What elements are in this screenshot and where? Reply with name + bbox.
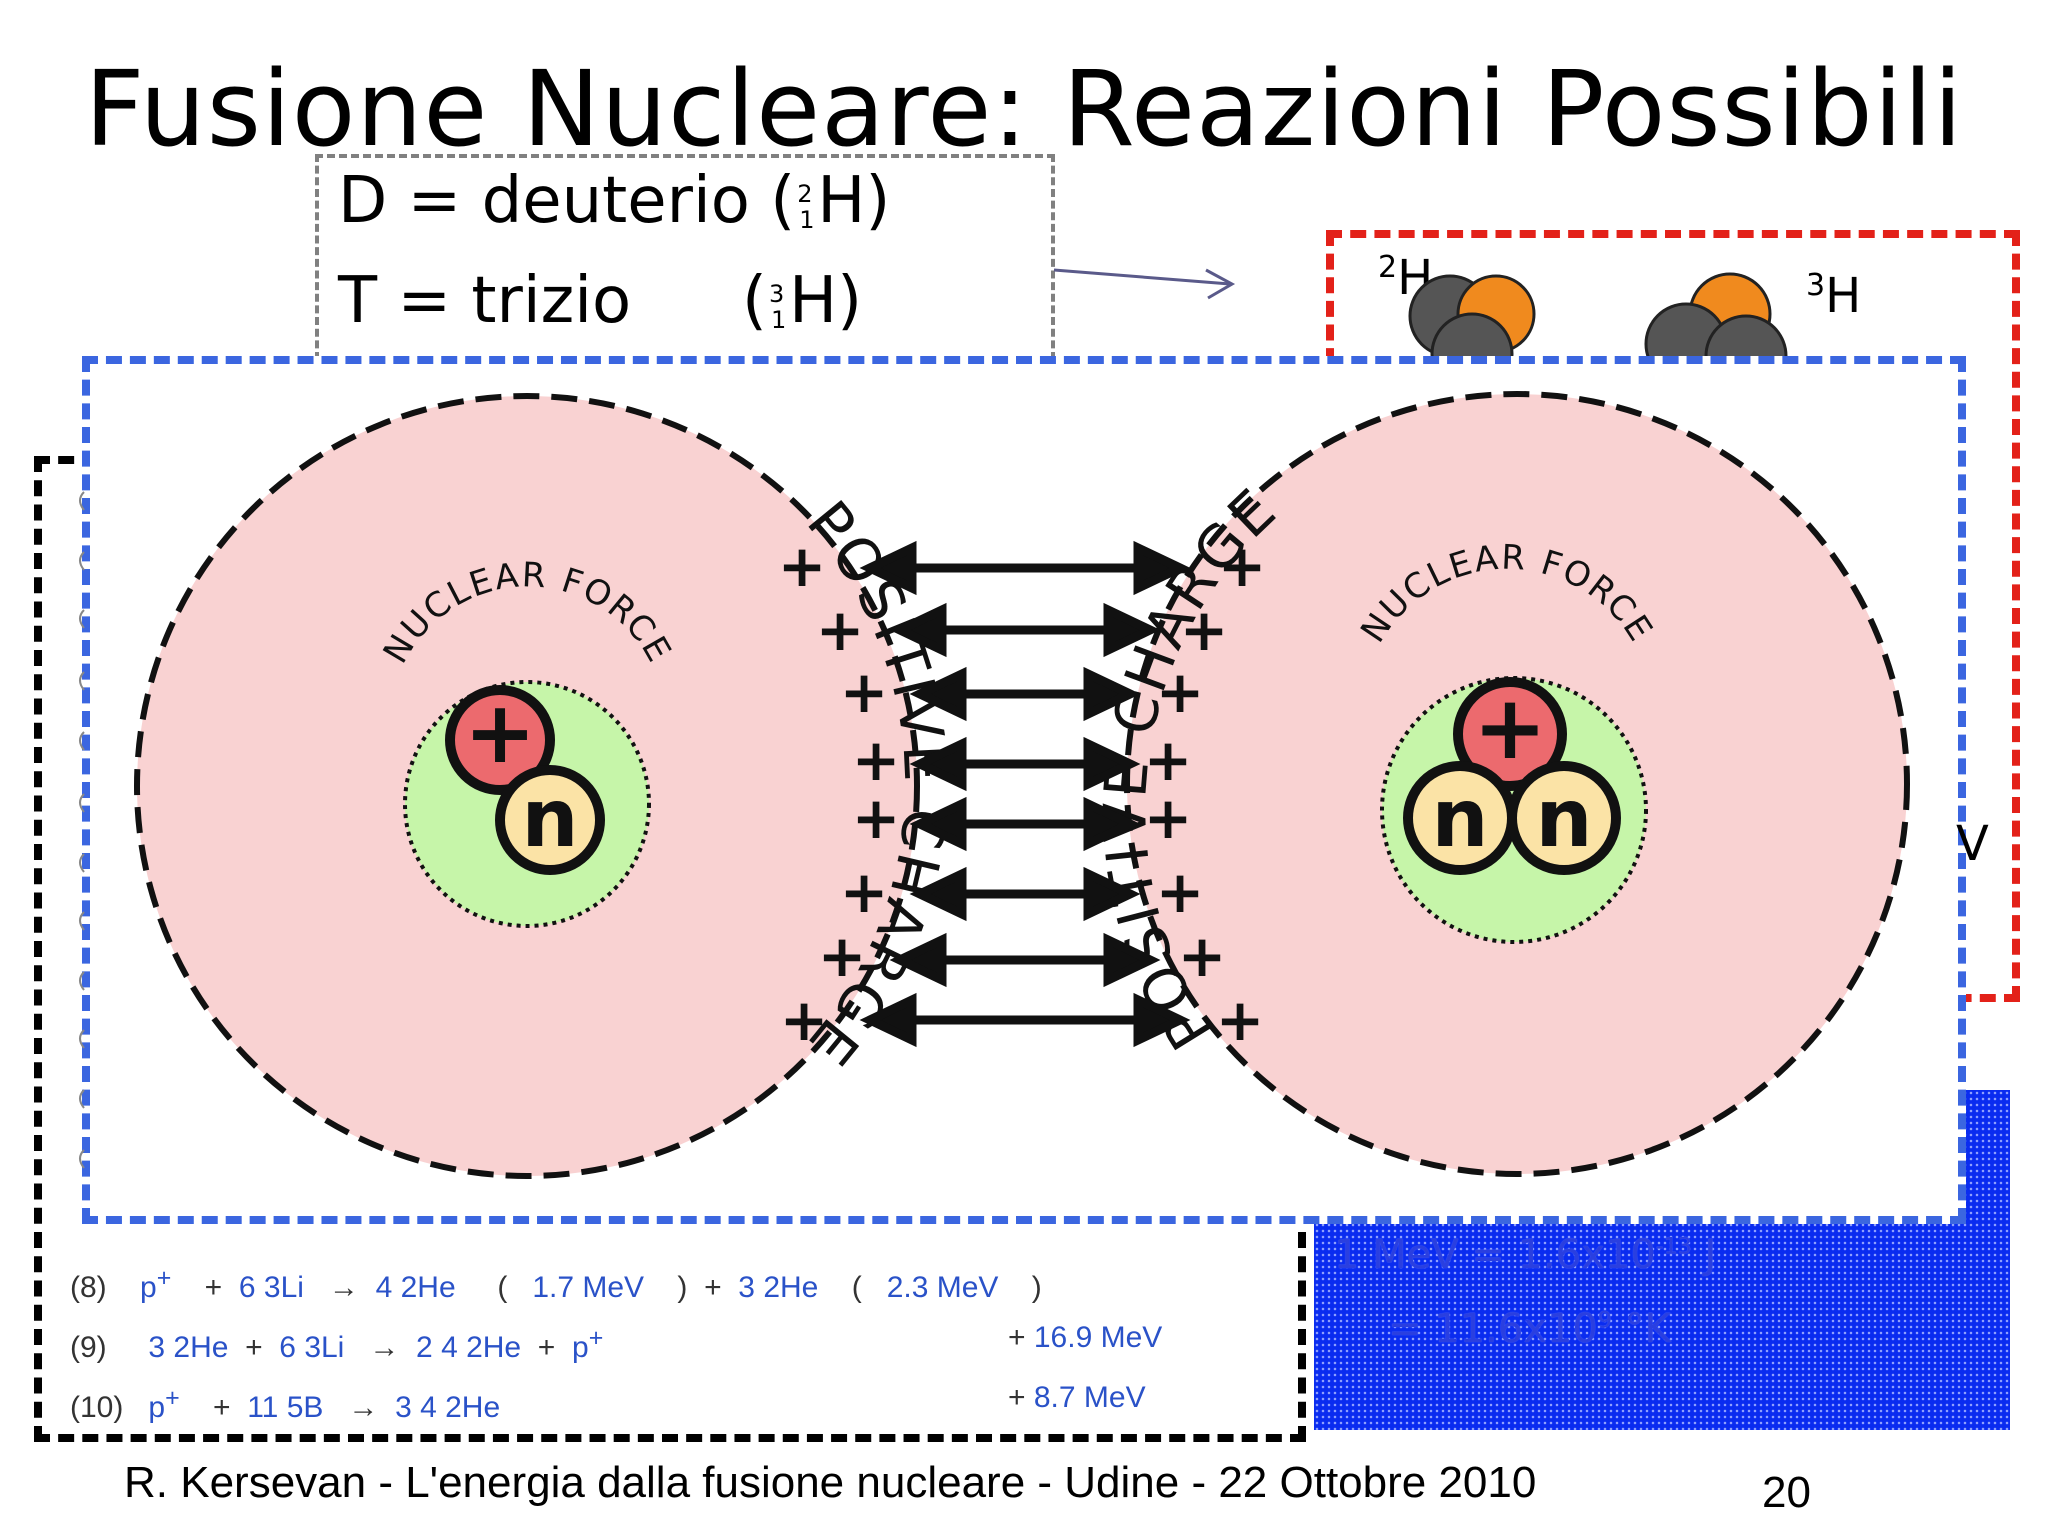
svg-text:+: + [1156,858,1205,926]
svg-text:+: + [852,726,901,794]
slide-title: Fusione Nucleare: Reazioni Possibili [84,48,1964,170]
svg-text:+: + [1180,596,1229,664]
product: 4 2He [375,1271,464,1304]
svg-text:+: + [840,858,889,926]
reaction-row-9: (9) 3 2He + 6 3Li → 2 4 2He + p+ [70,1324,604,1364]
reactant: 6 3Li [238,1271,313,1304]
right-nucleus: NUCLEAR FORCE POSITIVE CHARGE + n n [1091,391,1910,1177]
svg-text:+: + [464,683,536,783]
svg-text:+: + [852,784,901,852]
mev-joule-conversion: 1 MeV = 1.6x10-13 J [1334,1232,1717,1278]
svg-text:n: n [522,772,579,865]
energy: 1.7 MeV [532,1271,645,1304]
reaction-row-8: (8) p+ + 6 3Li → 4 2He ( 1.7 MeV ) + 3 2… [70,1264,1042,1304]
tritium-paren: ( [742,264,767,338]
left-nucleus: NUCLEAR FORCE POSITIVE CHARGE + n [134,393,957,1179]
left-proton: + [445,683,555,795]
deuterium-z: 1 [799,206,815,235]
svg-text:+: + [1218,532,1267,600]
right-neutron-2: n [1507,761,1621,875]
tritium-label: T = trizio [338,264,632,338]
product: 3 4 2He [395,1391,501,1424]
reaction-10-energy: + 8.7 MeV [1008,1381,1146,1414]
right-proton: + [1453,676,1567,791]
svg-text:+: + [816,596,865,664]
reactant: 6 3Li [279,1331,345,1364]
svg-text:n: n [1536,772,1593,865]
svg-text:+: + [1216,986,1265,1054]
svg-text:+: + [778,532,827,600]
svg-text:n: n [1432,772,1489,865]
tritium-mass: 3 [768,280,785,309]
svg-text:+: + [780,986,829,1054]
deuterium-label: D = deuterio ( [338,164,796,238]
footer-credit: R. Kersevan - L'energia dalla fusione nu… [124,1458,1537,1507]
right-neutron-1: n [1403,761,1517,875]
reaction-number: (9) [70,1331,107,1364]
reaction-row-10: (10) p+ + 11 5B → 3 4 2He [70,1384,501,1424]
h3-label: 3H [1806,268,1862,324]
deuterium-mass: 2 [797,180,813,209]
reaction-number: (8) [70,1271,107,1304]
reactant: p [148,1391,166,1424]
svg-text:+: + [1178,922,1227,990]
svg-text:+: + [1473,676,1547,779]
reactant: p [140,1271,157,1304]
repulsion-diagram: NUCLEAR FORCE POSITIVE CHARGE + n NUCLEA… [134,391,1910,1179]
product: 3 2He [738,1271,827,1304]
svg-text:+: + [1144,784,1193,852]
reaction-number: (10) [70,1391,124,1424]
mev-kelvin-conversion: = 11.6x109 °K [1388,1306,1671,1352]
svg-text:+: + [818,922,867,990]
svg-text:+: + [1144,726,1193,794]
repulsion-arrows [859,540,1191,1048]
reactant: 3 2He [148,1331,229,1364]
tritium-z: 1 [770,306,787,335]
tritium-symbol: H) [788,264,863,338]
plus-signs: +++ +++ ++ +++ +++ ++ [778,532,1267,1054]
left-neutron: n [495,765,605,875]
product: p [572,1331,589,1364]
deuterium-symbol: H) [817,164,891,238]
tritium-definition: T = trizio [338,264,631,338]
covered-reaction-fragments [79,491,85,1169]
product: 2 4 2He [416,1331,522,1364]
reaction-9-energy: + 16.9 MeV [1008,1321,1163,1354]
page-number: 20 [1762,1468,1811,1517]
covered-energy-fragment: V [1956,816,1989,872]
energy: 2.3 MeV [886,1271,999,1304]
reactant: 11 5B [247,1391,324,1424]
svg-text:+: + [1156,658,1205,726]
pointer-arrow-icon [1053,268,1236,300]
svg-text:+: + [840,658,889,726]
